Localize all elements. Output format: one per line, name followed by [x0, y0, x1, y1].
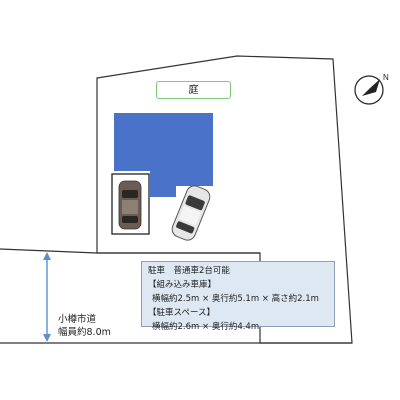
road-edge-top	[0, 248, 98, 254]
north-arrow-icon	[354, 75, 384, 105]
house-footprint	[114, 113, 213, 197]
road-name: 小樽市道	[58, 314, 97, 325]
car-in-garage-icon	[118, 180, 142, 230]
garage-heading: 【組み込み車庫】	[148, 280, 217, 290]
parking-space-heading: 【駐車スペース】	[148, 308, 215, 318]
parking-info-box: 駐車 普通車2台可能 【組み込み車庫】 横幅約2.5m × 奥行約5.1m × …	[141, 261, 335, 332]
road-width: 幅員約8.0m	[58, 327, 111, 338]
garage-dimensions: 横幅約2.5m × 奥行約5.1m × 高さ約2.1m	[152, 294, 319, 304]
road-label: 小樽市道 幅員約8.0m	[58, 313, 111, 339]
north-label: N	[383, 73, 389, 82]
garden-label-box: 庭	[156, 81, 231, 99]
parking-space-dimensions: 横幅約2.6m × 奥行約4.4m	[152, 322, 260, 332]
parked-car-icon	[171, 185, 211, 241]
road-width-arrow-icon	[43, 252, 51, 342]
parking-summary: 駐車 普通車2台可能	[148, 266, 230, 276]
garden-label: 庭	[188, 85, 199, 96]
